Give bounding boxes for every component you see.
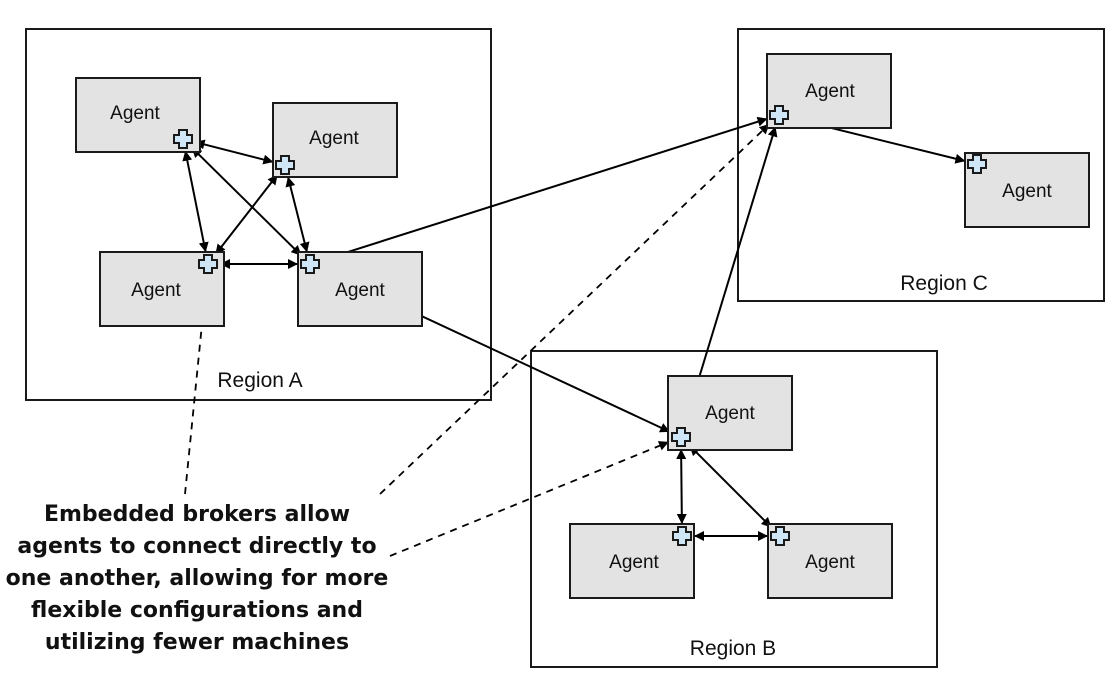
broker-plus-icon [770,526,790,546]
connection-a1-a2 [194,139,274,165]
connection-a1-a3 [182,150,209,253]
agent-a1: Agent [75,77,201,153]
agent-label: Agent [309,128,359,149]
agent-label: Agent [1002,181,1052,202]
agent-label: Agent [131,280,181,301]
agent-box [297,251,423,327]
broker-plus-icon [769,105,789,125]
region-c-label: Region C [900,272,988,295]
caption-pointer-b1 [389,441,669,557]
caption-line: agents to connect directly to [17,534,376,559]
agent-c1: Agent [766,53,892,129]
caption-line: utilizing fewer machines [45,630,349,655]
broker-plus-icon [275,155,295,175]
region-a-label: Region A [217,369,302,392]
region-b-label: Region B [690,637,776,660]
agent-label: Agent [805,81,855,102]
agent-b2: Agent [569,523,695,599]
broker-plus-icon [173,129,193,149]
caption-pointer-a3 [184,276,211,495]
broker-plus-icon [300,254,320,274]
connection-a2-a4 [285,176,310,253]
connection-a2-a3 [215,174,278,255]
agent-label: Agent [110,103,160,124]
caption-line: one another, allowing for more [6,566,389,591]
connection-b1-b2 [676,449,687,524]
connection-b1-b3 [689,445,772,528]
agent-a3: Agent [99,251,225,327]
agent-b3: Agent [767,523,893,599]
caption-pointer-c1 [379,123,770,495]
broker-plus-icon [967,154,987,174]
broker-plus-icon [198,254,218,274]
agent-a4: Agent [297,251,423,327]
broker-plus-icon [671,427,691,447]
caption-line: flexible configurations and [31,598,363,623]
broker-plus-icon [672,526,692,546]
agent-label: Agent [705,403,755,424]
caption-line: Embedded brokers allow [44,502,350,527]
agent-label: Agent [805,552,855,573]
agent-label: Agent [609,552,659,573]
agent-b1: Agent [667,375,793,451]
agent-c2: Agent [964,152,1090,228]
agent-label: Agent [335,280,385,301]
agent-a2: Agent [272,102,398,178]
